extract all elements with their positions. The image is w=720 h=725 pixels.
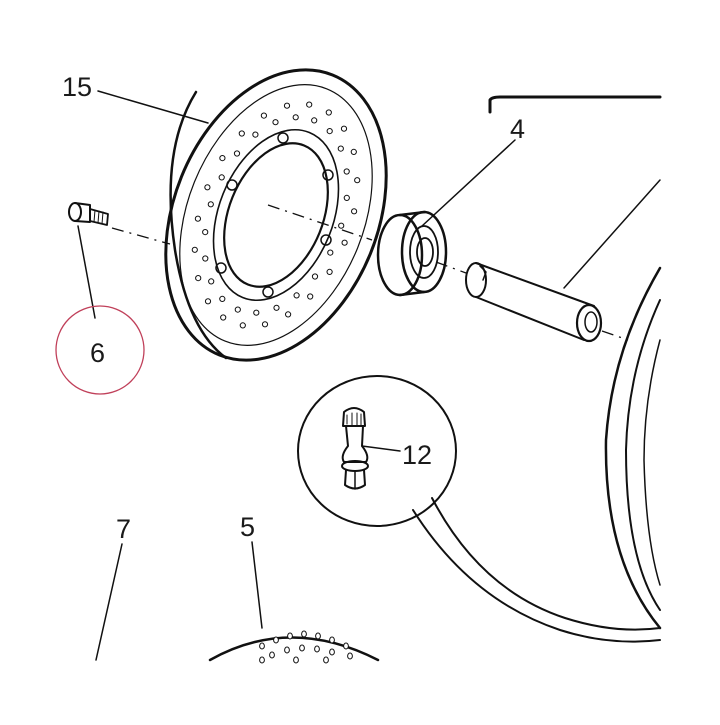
disc-drilled-holes-lower: [259, 630, 353, 664]
valve-detail-callout: [297, 375, 661, 643]
drilled-hole: [347, 652, 353, 660]
callout-4: 4: [510, 114, 525, 144]
disc-mounting-tabs: [215, 132, 334, 298]
drilled-hole: [327, 249, 334, 256]
drilled-hole: [233, 150, 241, 157]
drilled-hole: [301, 630, 307, 638]
drilled-hole: [273, 304, 280, 311]
drilled-hole: [293, 656, 299, 664]
drilled-hole: [195, 275, 202, 282]
drilled-hole: [354, 177, 361, 184]
drilled-hole: [311, 117, 318, 124]
drilled-hole: [329, 648, 335, 656]
leader-lines: [77, 90, 516, 661]
drilled-hole: [325, 109, 332, 116]
drilled-hole: [326, 268, 333, 275]
drilled-hole: [350, 148, 357, 155]
callout-6: 6: [90, 338, 105, 368]
drilled-hole: [311, 273, 319, 280]
drilled-hole: [284, 646, 290, 654]
drilled-hole: [219, 295, 226, 302]
drilled-hole: [259, 656, 265, 664]
drilled-hole: [204, 298, 212, 305]
drilled-hole: [220, 314, 227, 321]
drilled-hole: [204, 184, 211, 191]
drilled-hole: [326, 128, 333, 135]
drilled-hole: [239, 322, 246, 329]
wheel-rim: [488, 95, 662, 630]
drilled-hole: [234, 306, 241, 313]
drilled-hole: [194, 215, 201, 222]
drilled-hole: [323, 656, 329, 664]
drilled-hole: [343, 194, 350, 201]
highlight-circle: [55, 305, 145, 395]
drilled-hole: [259, 642, 265, 650]
bearing: [376, 210, 448, 297]
bolt: [68, 202, 109, 226]
drilled-hole: [260, 112, 267, 119]
drilled-hole: [307, 293, 314, 300]
drilled-hole: [218, 174, 225, 181]
disc-drilled-holes: [191, 101, 361, 329]
drilled-hole: [261, 321, 269, 328]
drilled-hole: [191, 246, 198, 253]
drilled-hole: [337, 145, 344, 152]
drilled-hole: [287, 632, 293, 640]
drilled-hole: [329, 636, 335, 644]
drilled-hole: [314, 645, 320, 653]
drilled-hole: [343, 168, 350, 175]
drilled-hole: [343, 642, 349, 650]
drilled-hole: [208, 278, 215, 285]
callout-7: 7: [116, 514, 131, 544]
drilled-hole: [283, 102, 291, 109]
drilled-hole: [207, 201, 214, 208]
drilled-hole: [269, 651, 275, 659]
drilled-hole: [341, 239, 348, 246]
drilled-hole: [285, 311, 292, 318]
callout-5: 5: [240, 512, 255, 542]
drilled-hole: [340, 125, 348, 132]
drilled-hole: [238, 130, 245, 137]
second-brake-disc-partial: [208, 630, 380, 664]
drilled-hole: [202, 229, 209, 236]
drilled-hole: [292, 114, 299, 121]
drilled-hole: [306, 101, 313, 108]
drilled-hole: [273, 636, 279, 644]
callout-15: 15: [62, 72, 92, 102]
drilled-hole: [338, 222, 345, 229]
valve-stem: [341, 407, 369, 490]
drilled-hole: [252, 131, 259, 138]
drilled-hole: [293, 292, 300, 299]
drilled-hole: [351, 208, 358, 215]
drilled-hole: [299, 644, 305, 652]
drilled-hole: [315, 632, 321, 640]
axis-lines: [111, 204, 629, 341]
brake-disc: [164, 68, 388, 362]
spacer-tube: [465, 262, 603, 343]
drilled-hole: [253, 309, 260, 316]
callout-12: 12: [402, 440, 432, 470]
drilled-hole: [272, 119, 279, 126]
drilled-hole: [202, 255, 209, 262]
drilled-hole: [219, 155, 226, 162]
